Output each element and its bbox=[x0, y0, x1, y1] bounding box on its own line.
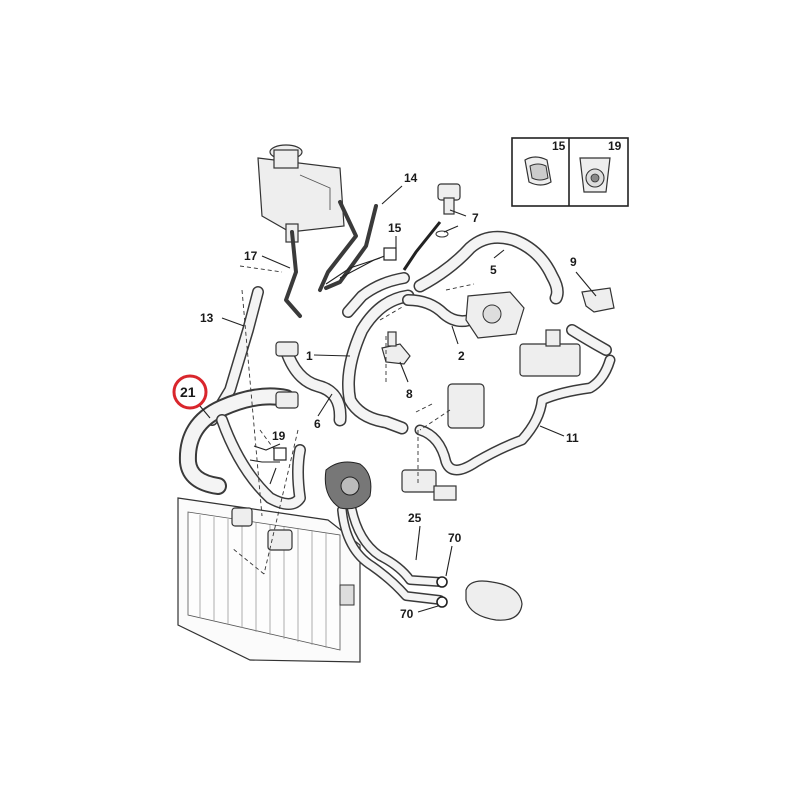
highlight-circle bbox=[172, 374, 208, 410]
inset-label-15: 15 bbox=[552, 139, 566, 153]
callout-15: 15 bbox=[388, 221, 402, 235]
hose-14 bbox=[324, 204, 378, 290]
callout-6: 6 bbox=[314, 417, 321, 431]
callout-1: 1 bbox=[306, 349, 313, 363]
hose-17 bbox=[284, 200, 358, 318]
callout-25: 25 bbox=[408, 511, 422, 525]
detail-inset-box: 15 19 bbox=[511, 137, 629, 207]
hose-25 bbox=[337, 495, 445, 605]
clip-15-illustration bbox=[524, 156, 552, 186]
callout-9: 9 bbox=[570, 255, 577, 269]
callout-8: 8 bbox=[406, 387, 413, 401]
hose-2 bbox=[402, 294, 476, 328]
callout-21: 21 bbox=[180, 384, 196, 400]
reference-box-15 bbox=[383, 247, 397, 261]
hose-1 bbox=[342, 272, 415, 435]
thermostat-housing-2 bbox=[465, 291, 525, 339]
sensor-7 bbox=[402, 183, 461, 271]
callout-2: 2 bbox=[458, 349, 465, 363]
egr-cooler bbox=[519, 329, 581, 377]
highlighted-callout-21: 21 bbox=[172, 374, 211, 419]
callout-70-lower: 70 bbox=[400, 607, 414, 621]
callout-70-upper: 70 bbox=[448, 531, 462, 545]
water-pump-housing bbox=[275, 341, 372, 510]
clamp-70-lower bbox=[436, 596, 448, 608]
hose-5 bbox=[413, 230, 564, 305]
callout-5: 5 bbox=[490, 263, 497, 277]
bracket-8 bbox=[381, 331, 411, 365]
callout-7: 7 bbox=[472, 211, 479, 225]
radiator bbox=[177, 497, 361, 663]
callout-13: 13 bbox=[200, 311, 214, 325]
clamp-70-upper bbox=[436, 576, 448, 588]
reference-box-19 bbox=[273, 447, 287, 461]
inset-label-19: 19 bbox=[608, 139, 622, 153]
hose-21 bbox=[178, 387, 306, 510]
callout-11: 11 bbox=[566, 431, 579, 445]
expansion-tank bbox=[257, 144, 345, 243]
clip-19-illustration bbox=[579, 157, 611, 193]
valve-block bbox=[401, 383, 485, 501]
callout-19: 19 bbox=[272, 429, 286, 443]
hose-11 bbox=[414, 324, 616, 476]
hose-6 bbox=[279, 343, 347, 427]
bracket-9 bbox=[581, 287, 615, 313]
oil-cooler bbox=[465, 580, 523, 621]
callout-14: 14 bbox=[404, 171, 418, 185]
callout-17: 17 bbox=[244, 249, 258, 263]
